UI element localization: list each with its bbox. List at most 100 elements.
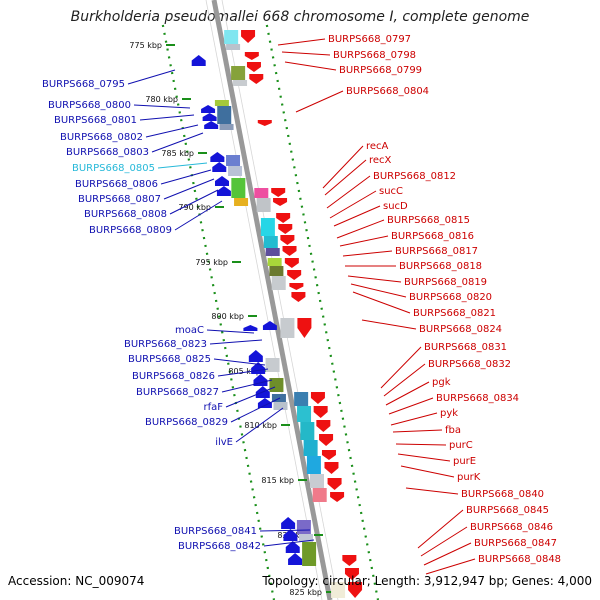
label-leader-line	[225, 386, 276, 408]
label-leader-line	[333, 205, 381, 227]
gene-label[interactable]: BURPS668_0842	[178, 541, 261, 552]
label-leader-line	[400, 465, 455, 478]
label-leader-line	[336, 219, 385, 239]
forward-gene-arrow	[281, 517, 296, 529]
gene-label[interactable]: BURPS668_0823	[124, 339, 207, 350]
gene-label[interactable]: BURPS668_0847	[474, 538, 557, 549]
gene-label[interactable]: BURPS668_0805	[72, 163, 155, 174]
forward-gene-arrow	[201, 105, 216, 113]
gene-label[interactable]: BURPS668_0826	[132, 371, 215, 382]
reverse-gene-arrow	[287, 270, 302, 280]
feature-block	[312, 488, 327, 502]
gene-label[interactable]: BURPS668_0797	[328, 34, 411, 45]
label-leader-line	[163, 178, 215, 200]
label-leader-line	[390, 412, 438, 426]
gene-label[interactable]: BURPS668_0841	[174, 526, 257, 537]
reverse-gene-arrow	[257, 120, 272, 126]
forward-gene-arrow	[288, 553, 303, 565]
gene-label[interactable]: BURPS668_0831	[424, 342, 507, 353]
reverse-gene-arrow	[249, 74, 264, 84]
label-leader-line	[151, 132, 204, 153]
gene-label[interactable]: BURPS668_0812	[373, 171, 456, 182]
gene-label[interactable]: purK	[457, 472, 481, 483]
label-leader-line	[157, 162, 208, 169]
reverse-gene-arrow	[342, 555, 357, 566]
gene-label[interactable]: sucC	[379, 186, 403, 197]
feature-block	[302, 542, 317, 566]
gene-label[interactable]: BURPS668_0803	[66, 147, 149, 158]
forward-gene-arrow	[214, 176, 229, 186]
label-leader-line	[169, 189, 219, 215]
gene-label[interactable]: BURPS668_0798	[333, 50, 416, 61]
gene-label[interactable]: BURPS668_0827	[136, 387, 219, 398]
label-leader-line	[329, 190, 377, 219]
gene-label[interactable]: BURPS668_0848	[478, 554, 561, 565]
gene-label[interactable]: ilvE	[215, 437, 233, 448]
gene-label[interactable]: BURPS668_0816	[391, 231, 474, 242]
label-leader-line	[417, 509, 464, 549]
forward-gene-arrow	[253, 374, 268, 386]
feature-block	[265, 358, 280, 372]
label-leader-line	[277, 38, 326, 46]
forward-gene-arrow	[248, 350, 263, 362]
feature-block	[306, 456, 321, 474]
label-leader-line	[145, 124, 199, 138]
gene-label[interactable]: BURPS668_0799	[339, 65, 422, 76]
gene-label[interactable]: BURPS668_0824	[419, 324, 502, 335]
reverse-gene-arrow	[278, 224, 293, 234]
label-leader-line	[139, 114, 195, 121]
gene-label[interactable]: BURPS668_0846	[470, 522, 553, 533]
label-leader-line	[160, 169, 212, 185]
gene-label[interactable]: BURPS668_0795	[42, 79, 125, 90]
gene-label[interactable]: moaC	[175, 325, 204, 336]
reverse-gene-arrow	[271, 188, 286, 197]
gene-label[interactable]: BURPS668_0801	[54, 115, 137, 126]
label-leader-line	[322, 145, 364, 189]
gene-labels[interactable]: BURPS668_0795BURPS668_0800BURPS668_0801B…	[42, 34, 561, 565]
gene-label[interactable]: BURPS668_0808	[84, 209, 167, 220]
forward-gene-arrow	[191, 55, 206, 66]
gene-label[interactable]: BURPS668_0818	[399, 261, 482, 272]
ruler-tick-label: 800 kbp	[211, 312, 244, 321]
gene-label[interactable]: purE	[453, 456, 476, 467]
gene-label[interactable]: BURPS668_0804	[346, 86, 429, 97]
gene-label[interactable]: BURPS668_0825	[128, 354, 211, 365]
gene-label[interactable]: BURPS668_0817	[395, 246, 478, 257]
gene-label[interactable]: fba	[445, 425, 461, 436]
gene-label[interactable]: recA	[366, 141, 389, 152]
gene-label[interactable]: recX	[369, 155, 392, 166]
gene-label[interactable]: BURPS668_0819	[404, 277, 487, 288]
gene-label[interactable]: sucD	[383, 201, 408, 212]
gene-label[interactable]: BURPS668_0809	[89, 225, 172, 236]
gene-label[interactable]: purC	[449, 440, 473, 451]
gene-label[interactable]: pgk	[432, 377, 451, 388]
gene-label[interactable]: BURPS668_0800	[48, 100, 131, 111]
gene-arrows	[191, 30, 363, 598]
gene-label[interactable]: BURPS668_0845	[466, 505, 549, 516]
forward-gene-arrow	[216, 186, 231, 196]
reverse-gene-arrow	[273, 198, 288, 206]
label-leader-line	[405, 487, 459, 495]
gene-label[interactable]: BURPS668_0815	[387, 215, 470, 226]
feature-blocks	[214, 30, 346, 598]
feature-block	[256, 198, 271, 212]
gene-label[interactable]: BURPS668_0821	[413, 308, 496, 319]
reverse-gene-arrow	[276, 213, 291, 223]
gene-label[interactable]: pyk	[440, 408, 458, 419]
feature-block	[228, 166, 243, 176]
gene-label[interactable]: BURPS668_0820	[409, 292, 492, 303]
gene-label[interactable]: BURPS668_0807	[78, 194, 161, 205]
gene-label[interactable]: BURPS668_0802	[60, 132, 143, 143]
feature-block	[296, 520, 311, 534]
gene-label[interactable]: BURPS668_0832	[428, 359, 511, 370]
gene-label[interactable]: BURPS668_0829	[145, 417, 228, 428]
gene-label[interactable]: rfaF	[203, 402, 223, 413]
ruler-tick-label: 785 kbp	[161, 149, 194, 158]
gene-label[interactable]: BURPS668_0834	[436, 393, 519, 404]
gene-label[interactable]: BURPS668_0806	[75, 179, 158, 190]
label-leader-line	[281, 51, 331, 56]
label-leader-line	[380, 346, 422, 389]
gene-label[interactable]: BURPS668_0840	[461, 489, 544, 500]
